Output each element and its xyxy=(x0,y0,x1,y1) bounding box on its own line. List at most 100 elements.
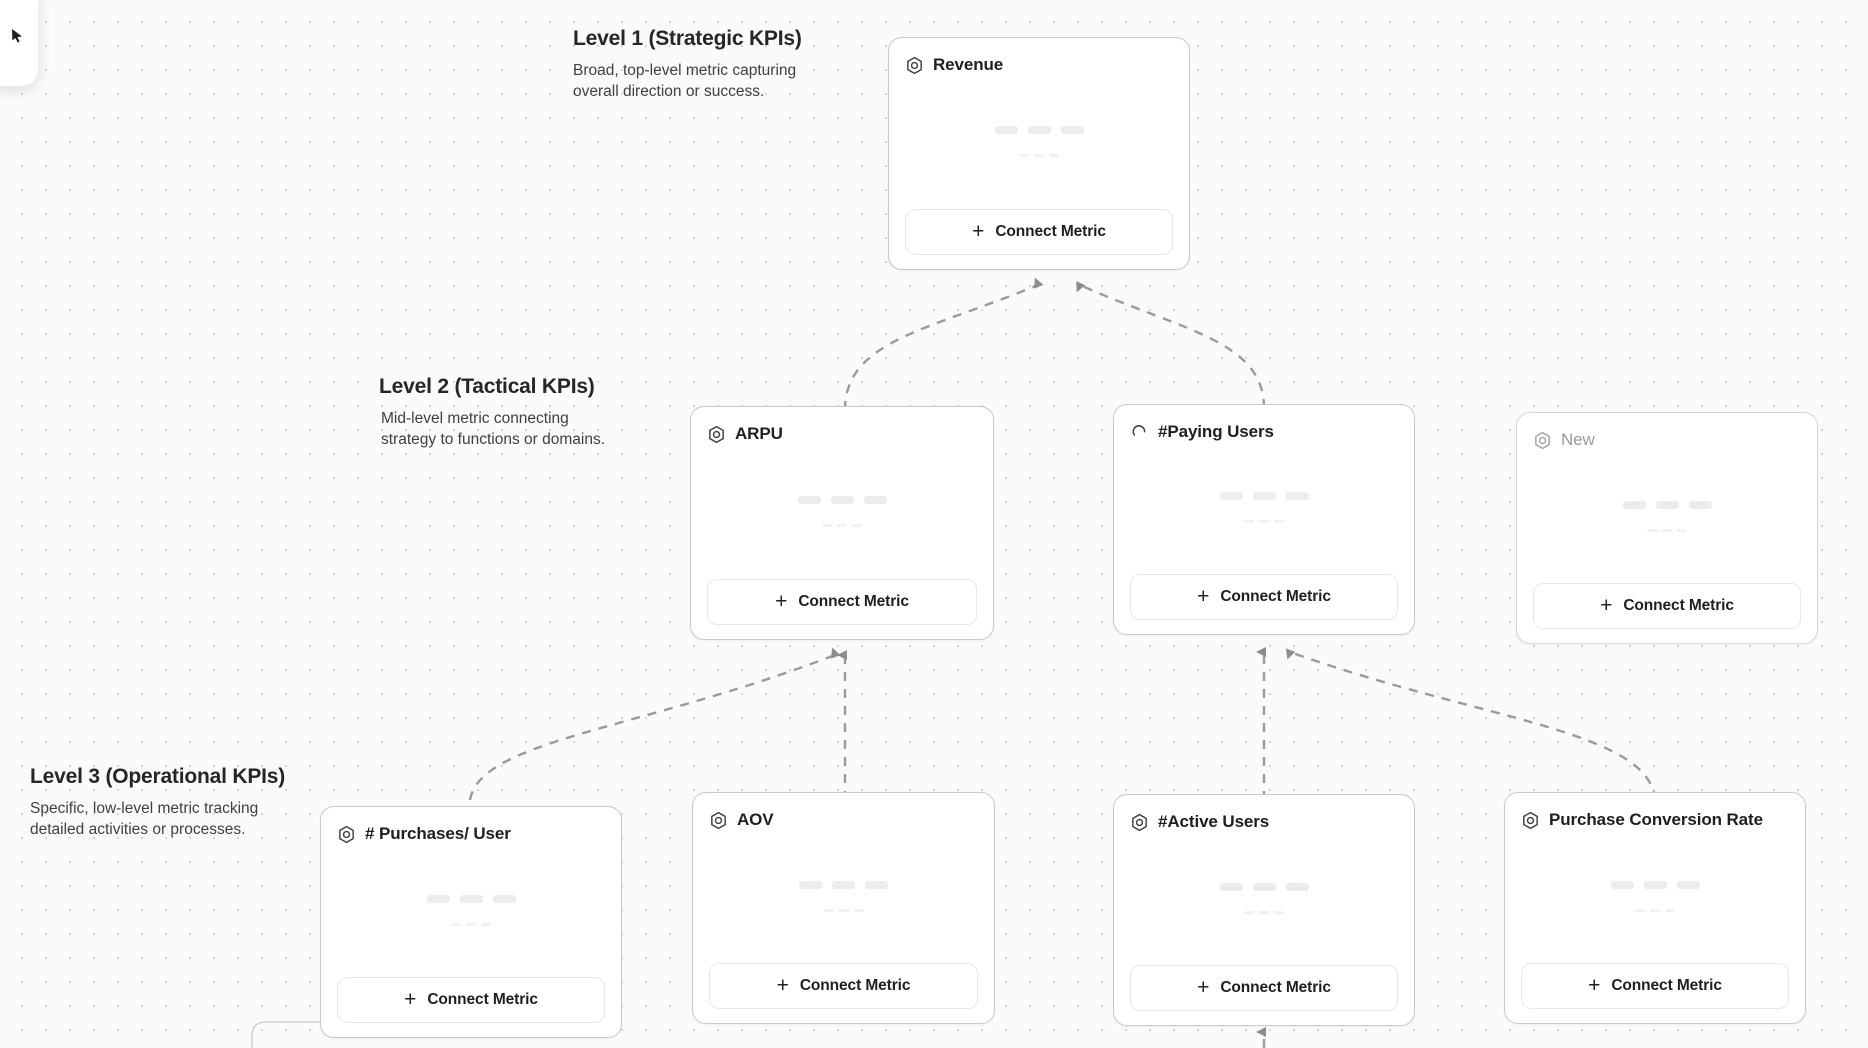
hexagon-metric-icon xyxy=(337,825,356,844)
card-skeleton-body xyxy=(337,847,605,977)
skeleton-row-primary xyxy=(1219,492,1309,500)
edge-paying-users-to-revenue xyxy=(1076,281,1266,409)
skeleton-bar xyxy=(1019,154,1029,157)
skeleton-bar xyxy=(1060,126,1084,134)
card-skeleton-body xyxy=(1130,445,1398,574)
level-2-description: Mid-level metric connecting strategy to … xyxy=(381,410,606,449)
skeleton-bar xyxy=(838,908,849,912)
skeleton-bar xyxy=(994,126,1018,134)
card-skeleton-body xyxy=(707,447,977,579)
card-title: #Active Users xyxy=(1158,812,1270,831)
skeleton-bar xyxy=(830,495,854,504)
card-header: AOV xyxy=(709,807,978,833)
metric-card-aov[interactable]: AOV + Connect Metric xyxy=(692,792,995,1024)
skeleton-row-primary xyxy=(1622,500,1712,509)
card-header: # Purchases/ User xyxy=(337,821,605,847)
card-header: Purchase Conversion Rate xyxy=(1521,807,1789,833)
plus-icon: + xyxy=(1197,584,1210,608)
card-skeleton-body xyxy=(1130,835,1398,965)
skeleton-bar xyxy=(822,523,832,527)
connect-metric-button[interactable]: + Connect Metric xyxy=(709,963,978,1009)
metric-card-new[interactable]: New + Connect Metric xyxy=(1516,412,1818,644)
metric-card-revenue[interactable]: Revenue + Connect Metric xyxy=(888,37,1190,270)
skeleton-bar xyxy=(1655,500,1679,509)
cursor-icon xyxy=(10,28,26,44)
skeleton-row-primary xyxy=(1610,880,1700,889)
skeleton-bar xyxy=(1219,492,1243,500)
level-2-title: Level 2 (Tactical KPIs) xyxy=(379,375,595,398)
connect-metric-label: Connect Metric xyxy=(427,991,538,1008)
plus-icon: + xyxy=(972,219,985,243)
skeleton-row-primary xyxy=(426,894,516,903)
connect-metric-label: Connect Metric xyxy=(995,223,1106,240)
skeleton-bar xyxy=(1274,520,1284,523)
skeleton-bar xyxy=(1643,880,1667,889)
card-header: New xyxy=(1533,427,1801,453)
skeleton-row-primary xyxy=(994,126,1084,134)
connect-metric-button[interactable]: + Connect Metric xyxy=(707,579,977,625)
skeleton-bar xyxy=(865,880,888,889)
plus-icon: + xyxy=(776,973,789,997)
skeleton-bar xyxy=(492,894,516,903)
skeleton-bar xyxy=(832,880,855,889)
skeleton-bar xyxy=(1244,520,1254,523)
connect-metric-label: Connect Metric xyxy=(799,977,911,994)
metric-card-purchases-per-user[interactable]: # Purchases/ User + Connect Metric xyxy=(320,806,622,1038)
connect-metric-button[interactable]: + Connect Metric xyxy=(1533,583,1801,629)
skeleton-bar xyxy=(1677,528,1687,532)
edge-arpu-to-revenue xyxy=(843,277,1044,411)
skeleton-bar xyxy=(1676,880,1700,889)
card-skeleton-body xyxy=(1521,833,1789,963)
floating-corner-panel[interactable] xyxy=(0,0,38,86)
hexagon-metric-icon xyxy=(707,425,726,444)
card-title: Purchase Conversion Rate xyxy=(1549,810,1763,829)
skeleton-bar xyxy=(797,495,821,504)
skeleton-bar xyxy=(1259,910,1269,914)
connect-metric-button[interactable]: + Connect Metric xyxy=(1130,574,1398,620)
hexagon-metric-icon xyxy=(1130,813,1149,832)
skeleton-bar xyxy=(1647,528,1657,532)
metric-card-arpu[interactable]: ARPU + Connect Metric xyxy=(690,406,994,640)
skeleton-bar xyxy=(799,880,822,889)
card-skeleton-body xyxy=(1533,453,1801,583)
skeleton-bar xyxy=(1244,910,1254,914)
hexagon-metric-icon xyxy=(905,56,924,75)
connect-metric-button[interactable]: + Connect Metric xyxy=(337,977,605,1023)
connect-metric-label: Connect Metric xyxy=(1220,979,1331,996)
skeleton-bar xyxy=(1259,520,1269,523)
hexagon-metric-icon xyxy=(709,811,728,830)
card-title: #Paying Users xyxy=(1158,422,1274,441)
metric-card-paying-users[interactable]: #Paying Users + Connect Metric xyxy=(1113,404,1415,635)
plus-icon: + xyxy=(1588,973,1601,997)
card-header: #Paying Users xyxy=(1130,419,1398,445)
skeleton-bar xyxy=(1650,908,1660,912)
skeleton-row-secondary xyxy=(823,908,864,912)
skeleton-bar xyxy=(1049,154,1059,157)
skeleton-bar xyxy=(481,922,491,926)
level-3-title: Level 3 (Operational KPIs) xyxy=(30,765,286,788)
card-skeleton-body xyxy=(905,78,1173,209)
connect-metric-button[interactable]: + Connect Metric xyxy=(905,209,1173,255)
skeleton-bar xyxy=(466,922,476,926)
skeleton-row-secondary xyxy=(1647,528,1687,532)
metric-card-purchase-conversion-rate[interactable]: Purchase Conversion Rate + Connect Metri… xyxy=(1504,792,1806,1024)
level-2-block: Level 2 (Tactical KPIs) Mid-level metric… xyxy=(379,375,619,451)
connect-metric-button[interactable]: + Connect Metric xyxy=(1521,963,1789,1009)
connect-metric-button[interactable]: + Connect Metric xyxy=(1130,965,1398,1011)
card-title: ARPU xyxy=(735,424,783,443)
skeleton-row-secondary xyxy=(1244,910,1284,914)
metric-card-active-users[interactable]: #Active Users + Connect Metric xyxy=(1113,794,1415,1026)
skeleton-bar xyxy=(837,523,847,527)
skeleton-bar xyxy=(426,894,450,903)
skeleton-bar xyxy=(1034,154,1044,157)
card-title: New xyxy=(1561,430,1595,449)
skeleton-bar xyxy=(1662,528,1672,532)
hexagon-metric-icon xyxy=(1533,431,1552,450)
hexagon-metric-icon xyxy=(1521,811,1540,830)
edge-conversion-to-paying-users xyxy=(1285,648,1657,801)
skeleton-bar xyxy=(1285,492,1309,500)
skeleton-bar xyxy=(451,922,461,926)
level-1-block: Level 1 (Strategic KPIs) Broad, top-leve… xyxy=(573,27,818,103)
level-3-block: Level 3 (Operational KPIs) Specific, low… xyxy=(30,765,285,841)
